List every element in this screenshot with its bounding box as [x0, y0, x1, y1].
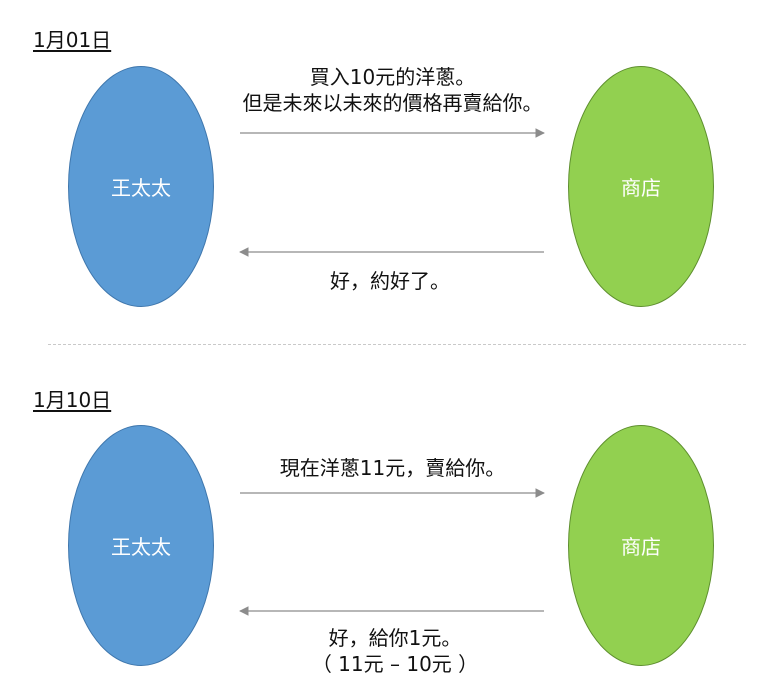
- scene1-reply-line-1: 好，約好了。: [330, 269, 450, 293]
- scene2-shop-node: 商店: [568, 425, 714, 666]
- scene1-shop-label: 商店: [621, 176, 661, 200]
- scene1-request-line-2: 但是未來以未來的價格再賣給你。: [242, 91, 543, 115]
- scene1-date: 1月01日: [33, 28, 112, 52]
- scene1-request-text: 買入10元的洋蔥。 但是未來以未來的價格再賣給你。: [220, 64, 565, 116]
- scene2-reply-line-1: 好，給你1元。: [328, 626, 462, 650]
- scene2-date: 1月10日: [33, 388, 112, 412]
- scene2-shop-label: 商店: [621, 535, 661, 559]
- scene1-person-node: 王太太: [68, 66, 214, 307]
- scene2-reply-text: 好，給你1元。 （ 11元 – 10元 ）: [280, 625, 510, 677]
- scene-divider: [48, 344, 746, 345]
- scene2-reply-line-2: （ 11元 – 10元 ）: [311, 652, 479, 676]
- scene1-person-label: 王太太: [111, 176, 171, 200]
- scene1-request-line-1: 買入10元的洋蔥。: [309, 65, 476, 89]
- scene2-request-text: 現在洋蔥11元，賣給你。: [240, 455, 545, 481]
- scene1-shop-node: 商店: [568, 66, 714, 307]
- scene2-request-line-1: 現在洋蔥11元，賣給你。: [279, 456, 506, 480]
- scene1-reply-text: 好，約好了。: [300, 268, 480, 294]
- scene2-person-node: 王太太: [68, 425, 214, 666]
- scene2-person-label: 王太太: [111, 535, 171, 559]
